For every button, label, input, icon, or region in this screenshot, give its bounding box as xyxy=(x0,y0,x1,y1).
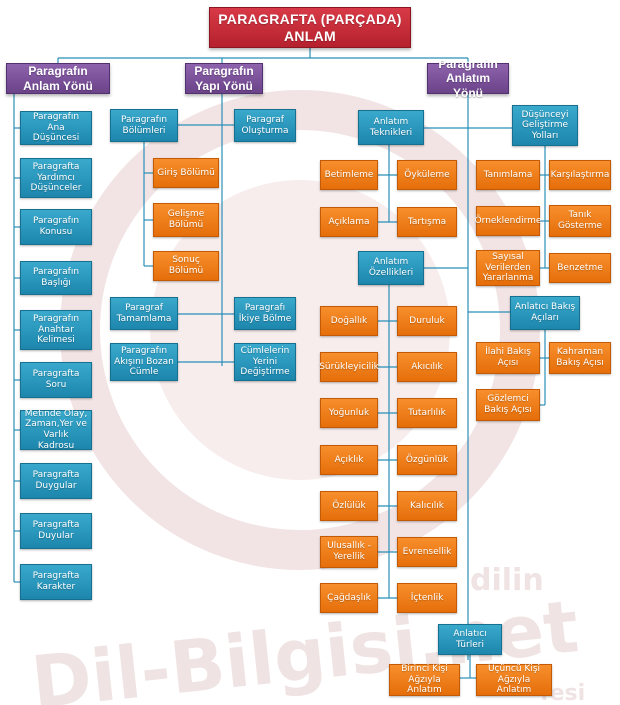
anlam-item-olay-kadrosu: Metinde Olay, Zaman,Yer ve Varlık Kadros… xyxy=(20,409,92,451)
yol-tanimlama: Tanımlama xyxy=(476,160,540,190)
ozellik-yogunluk: Yoğunluk xyxy=(320,398,378,428)
anlam-item-konu: Paragrafın Konusu xyxy=(20,209,92,245)
yapi-sonuc-bolumu: Sonuç Bölümü xyxy=(153,251,219,281)
anlam-item-yardimci-dusunceler: Paragrafta Yardımcı Düşünceler xyxy=(20,158,92,198)
yapi-bolumler: Paragrafın Bölümleri xyxy=(110,109,178,142)
ozellik-akicilik: Akıcılık xyxy=(397,352,457,382)
yol-orneklendirme: Örneklendirme xyxy=(475,206,541,236)
anlatici-bakis-acilari: Anlatıcı Bakış Açıları xyxy=(510,296,580,330)
teknik-tartisma: Tartışma xyxy=(397,207,457,237)
anlam-item-soru: Paragrafta Soru xyxy=(20,362,92,398)
yapi-paragraf-olusturma: Paragraf Oluşturma xyxy=(234,109,296,142)
dusunceyi-gelistirme-yollari: Düşünceyi Geliştirme Yolları xyxy=(512,105,578,146)
ucuncu-kisi-anlatim: Üçüncü Kişi Ağzıyla Anlatım xyxy=(476,664,552,696)
yol-karsilastirma: Karşılaştırma xyxy=(549,160,611,190)
yol-benzetme: Benzetme xyxy=(549,253,611,283)
yapi-gelisme-bolumu: Gelişme Bölümü xyxy=(153,203,219,237)
root-node: PARAGRAFTA (PARÇADA) ANLAM xyxy=(209,7,411,48)
watermark-small-top: dilin xyxy=(470,563,544,598)
anlam-item-anahtar-kelime: Paragrafın Anahtar Kelimesi xyxy=(20,310,92,350)
yol-sayisal-veriler: Sayısal Verilerden Yararlanma xyxy=(476,250,540,286)
anlatici-turleri: Anlatıcı Türleri xyxy=(438,624,502,655)
anlam-item-duygular: Paragrafta Duygular xyxy=(20,463,92,499)
yapi-akisi-bozan-cumle: Paragrafın Akışını Bozan Cümle xyxy=(110,343,178,381)
category-yapi-yonu: Paragrafın Yapı Yönü xyxy=(185,63,263,94)
ozellik-ozluluk: Özlülük xyxy=(320,491,378,521)
teknik-betimleme: Betimleme xyxy=(320,160,378,190)
ozellik-ozgunluk: Özgünlük xyxy=(397,445,457,475)
ozellik-dogallik: Doğallık xyxy=(320,306,378,336)
teknik-aciklama: Açıklama xyxy=(320,207,378,237)
ozellik-ulusallik-yerellik: Ulusallık - Yerellik xyxy=(320,536,378,568)
ozellik-evrensellik: Evrensellik xyxy=(397,537,457,567)
anlam-item-duyular: Paragrafta Duyular xyxy=(20,513,92,549)
anlam-item-karakter: Paragrafta Karakter xyxy=(20,564,92,600)
ozellik-tutarlilik: Tutarlılık xyxy=(397,398,457,428)
ozellik-aciklik: Açıklık xyxy=(320,445,378,475)
anlam-item-baslik: Paragrafın Başlığı xyxy=(20,261,92,295)
birinci-kisi-anlatim: Birinci Kişi Ağzıyla Anlatım xyxy=(389,664,460,696)
yapi-giris-bolumu: Giriş Bölümü xyxy=(153,158,219,188)
category-anlatim-yonu: Paragrafın Anlatım Yönü xyxy=(427,57,509,100)
bakis-kahraman: Kahraman Bakış Açısı xyxy=(549,342,611,374)
yol-tanik-gosterme: Tanık Gösterme xyxy=(549,205,611,237)
yapi-paragraf-tamamlama: Paragraf Tamamlama xyxy=(110,297,178,330)
yapi-ikiye-bolme: Paragrafı İkiye Bölme xyxy=(234,297,296,330)
category-anlam-yonu: Paragrafın Anlam Yönü xyxy=(6,63,110,94)
anlatim-teknikleri: Anlatım Teknikleri xyxy=(358,110,424,145)
bakis-ilahi: İlahi Bakış Açısı xyxy=(476,342,540,374)
ozellik-duruluk: Duruluk xyxy=(397,306,457,336)
yapi-yer-degistirme: Cümlelerin Yerini Değiştirme xyxy=(234,343,296,381)
bakis-gozlemci: Gözlemci Bakış Açısı xyxy=(476,389,540,421)
teknik-oykuleme: Öyküleme xyxy=(397,160,457,190)
ozellik-ictenlik: İçtenlik xyxy=(397,583,457,613)
anlatim-ozellikleri: Anlatım Özellikleri xyxy=(358,251,424,285)
ozellik-cagdaslik: Çağdaşlık xyxy=(320,583,378,613)
ozellik-kalicilik: Kalıcılık xyxy=(397,491,457,521)
anlam-item-ana-dusunce: Paragrafın Ana Düşüncesi xyxy=(20,111,92,145)
ozellik-surukleyicilik: Sürükleyicilik xyxy=(319,352,379,382)
